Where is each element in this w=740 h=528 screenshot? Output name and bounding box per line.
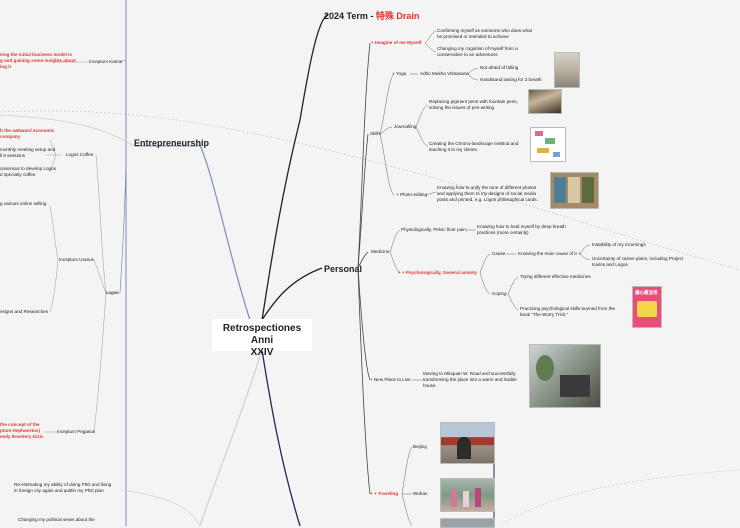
- node-yoga[interactable]: + Yoga: [392, 71, 407, 76]
- node-skills[interactable]: Skills: [370, 131, 381, 136]
- physio-note-1: Knowing how to heal myself by deep breat…: [477, 224, 566, 229]
- yoga-label: Yoga: [395, 71, 407, 76]
- journal-note-2: solving the issues of pen-writing: [429, 105, 495, 110]
- node-photo-editing[interactable]: + Photo-editing: [396, 192, 428, 197]
- beijing-photo: [440, 422, 495, 464]
- left-note-9: d specialty coffee: [0, 172, 36, 177]
- node-logos-coffee[interactable]: Logos Coffee: [66, 152, 94, 157]
- term-label: 2024 Term -: [324, 11, 376, 21]
- newplace-note-1: Moving to Minquan W. Road and successful…: [423, 371, 516, 376]
- branch-personal[interactable]: Personal: [324, 264, 363, 274]
- node-psycho[interactable]: + + Psychologically, General anxiety: [398, 270, 478, 275]
- left-note-15: Re-estimating my ability of doing PhD an…: [14, 482, 112, 487]
- left-note-3: ing it: [0, 64, 11, 69]
- physio-note-2: practices (more certainly): [477, 230, 529, 235]
- book-cover-worry-trick: 擔心最沒用: [632, 286, 662, 328]
- left-note-16: in foreign city again and quittin my PhD…: [14, 488, 104, 493]
- branch-entrepreneurship[interactable]: Entrepreneurship: [134, 138, 210, 148]
- journal-note-3: Creating the Chrono-landscape method and: [429, 141, 519, 146]
- node-imagine-myself[interactable]: + Imagine of me Myself: [371, 40, 422, 45]
- traveling-label: Traveling: [377, 491, 399, 496]
- node-inceptum-uranus[interactable]: Inceptum Uranus: [59, 257, 94, 262]
- wuhan-photo: [440, 478, 495, 512]
- coping-note-1: Trying different effective medicines: [520, 274, 591, 279]
- photo-note-2: and applying them to my designs of socia…: [437, 191, 537, 196]
- left-note-12: the concept of the: [0, 422, 40, 427]
- left-note-4: h the awkward economic: [0, 128, 55, 133]
- imagine-note-c: Changing my cognition of myself from a: [437, 46, 518, 51]
- photo-editing-label: Photo-editing: [399, 192, 428, 197]
- node-wuhan[interactable]: Wuhan: [413, 491, 428, 496]
- node-adho-mukha[interactable]: Adho Mukha Vrksasana: [420, 71, 469, 76]
- root-title-line1: Retrospectiones Anni: [222, 323, 302, 346]
- term-node[interactable]: 2024 Term - 特殊 Drain: [324, 9, 419, 22]
- photo-note-3: posts and printed, e.g. Logos philosophi…: [437, 197, 538, 202]
- coping-note-3: book "The Worry Trick.": [520, 312, 569, 317]
- fountain-pen-photo: [528, 89, 562, 114]
- left-note-1: eing the initial business model is: [0, 52, 72, 57]
- book-cover-title: 擔心最沒用: [635, 290, 658, 295]
- imagine-note-a: Confirming myself as someone who does wh…: [437, 28, 532, 33]
- node-logos[interactable]: Logos: [106, 290, 119, 295]
- living-room-photo: [529, 344, 601, 408]
- node-physio[interactable]: Physiologically, Pelvic floor pain: [401, 227, 466, 232]
- journal-note-1: Replacing pigment pens with fountain pen…: [429, 99, 518, 104]
- node-cause[interactable]: Cause: [492, 251, 506, 256]
- photo-note-1: Knowing how to unify the tone of differe…: [437, 185, 537, 190]
- left-note-14: mely Rosetery Kizic: [0, 434, 44, 439]
- left-note-17: Changing my political views about the: [18, 517, 95, 522]
- psycho-label: Psychologically, General anxiety: [405, 270, 478, 275]
- yoga-photo: [554, 52, 580, 88]
- imagine-note-d: conservative to an adventurer.: [437, 52, 499, 57]
- node-traveling[interactable]: + + Traveling: [370, 491, 399, 496]
- term-suffix: 特殊 Drain: [375, 11, 420, 21]
- left-note-11: esigns and Researches: [0, 309, 49, 314]
- node-coping[interactable]: Coping: [492, 291, 507, 296]
- left-note-13: ptum Hephaestus): [0, 428, 41, 433]
- cause-uncertainty-1: Uncertainty of career plans, including P…: [592, 256, 684, 261]
- cause-note: Knowing the main cause of it +: [518, 251, 581, 256]
- newplace-note-3: house: [423, 383, 436, 388]
- chrono-landscape-image: [530, 127, 566, 162]
- newplace-note-2: transforming the place into a warm and l…: [423, 377, 517, 382]
- left-note-5: company: [0, 134, 21, 139]
- node-inceptum-kairos[interactable]: Inceptum Kairos: [89, 59, 123, 64]
- yoga-note-handstand: Handstand lasting for 3 breath: [480, 77, 542, 82]
- node-journalling[interactable]: Journalling: [394, 124, 417, 129]
- left-note-6: monthly meeting setup and: [0, 147, 56, 152]
- left-note-10: g various online selling: [0, 201, 47, 206]
- node-beijing[interactable]: Beijing: [413, 444, 427, 449]
- root-title-line2: XXIV: [250, 347, 274, 358]
- node-inceptum-pegasus[interactable]: Inceptum Pegasus: [57, 429, 96, 434]
- imagine-note-b: he promised or intended to achieve: [437, 34, 509, 39]
- new-place-label: New Place to Live: [373, 377, 411, 382]
- node-medicine[interactable]: Medicine: [371, 249, 390, 254]
- cause-note-text: Knowing the main cause of it: [518, 251, 577, 256]
- coping-note-2: Practicing psychological skills learned …: [520, 306, 615, 311]
- root-node[interactable]: Retrospectiones Anni XXIV: [212, 319, 312, 358]
- left-note-8: onsensus to develop Logos: [0, 166, 56, 171]
- cause-uncertainty-2: Kairos and Logos: [592, 262, 628, 267]
- node-new-place[interactable]: + New Place to Live: [370, 377, 411, 382]
- left-note-7: ll 6 sessions: [0, 153, 26, 158]
- photo-editing-samples: [550, 172, 599, 209]
- left-note-2: g and gaining some insights about: [0, 58, 76, 63]
- cause-instability: Instability of my incomings: [592, 242, 646, 247]
- imagine-label: Imagine of me Myself: [374, 40, 422, 45]
- journal-note-4: teaching it to my clients.: [429, 147, 479, 152]
- yoga-note-fall: Not afraid of falling: [480, 65, 519, 70]
- travel-photo-3: [440, 518, 495, 528]
